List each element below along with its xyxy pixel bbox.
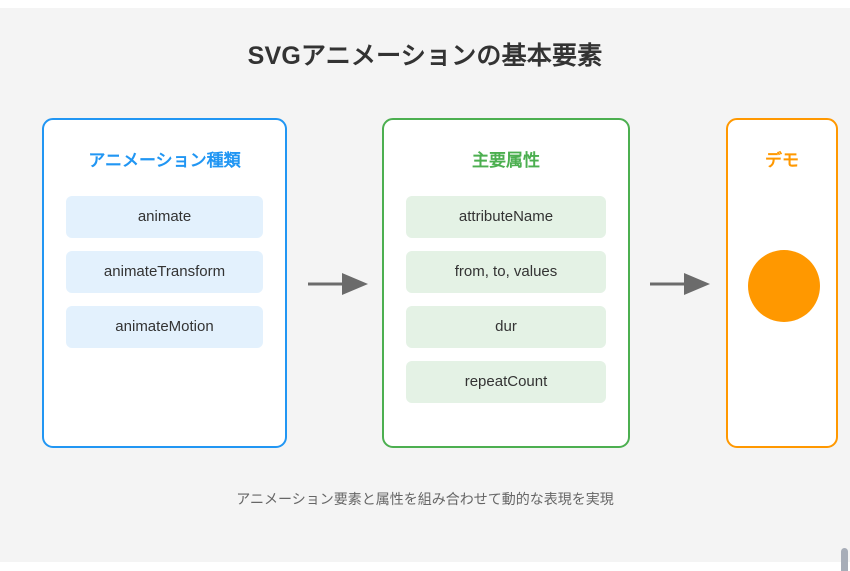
list-item[interactable]: dur — [406, 306, 606, 348]
list-item[interactable]: animateMotion — [66, 306, 263, 348]
list-item[interactable]: from, to, values — [406, 251, 606, 293]
page-title: SVGアニメーションの基本要素 — [247, 42, 603, 70]
panel-demo: デモ — [726, 118, 838, 448]
panel-title-demo: デモ — [765, 151, 799, 170]
vertical-scrollbar-thumb[interactable] — [841, 548, 848, 571]
list-item[interactable]: attributeName — [406, 196, 606, 238]
item-list-animation-types: animate animateTransform animateMotion — [66, 196, 263, 361]
list-item[interactable]: animate — [66, 196, 263, 238]
arrow-right-icon — [306, 268, 370, 305]
list-item[interactable]: animateTransform — [66, 251, 263, 293]
arrow-right-icon — [648, 268, 712, 305]
panel-main-attributes: 主要属性 attributeName from, to, values dur … — [382, 118, 630, 448]
panel-title-main-attributes: 主要属性 — [472, 151, 540, 170]
footer-caption: アニメーション要素と属性を組み合わせて動的な表現を実現 — [236, 491, 614, 507]
panel-title-animation-types: アニメーション種類 — [88, 151, 241, 170]
demo-circle-shape — [748, 250, 820, 322]
list-item[interactable]: repeatCount — [406, 361, 606, 403]
item-list-main-attributes: attributeName from, to, values dur repea… — [406, 196, 606, 416]
panel-animation-types: アニメーション種類 animate animateTransform anima… — [42, 118, 287, 448]
